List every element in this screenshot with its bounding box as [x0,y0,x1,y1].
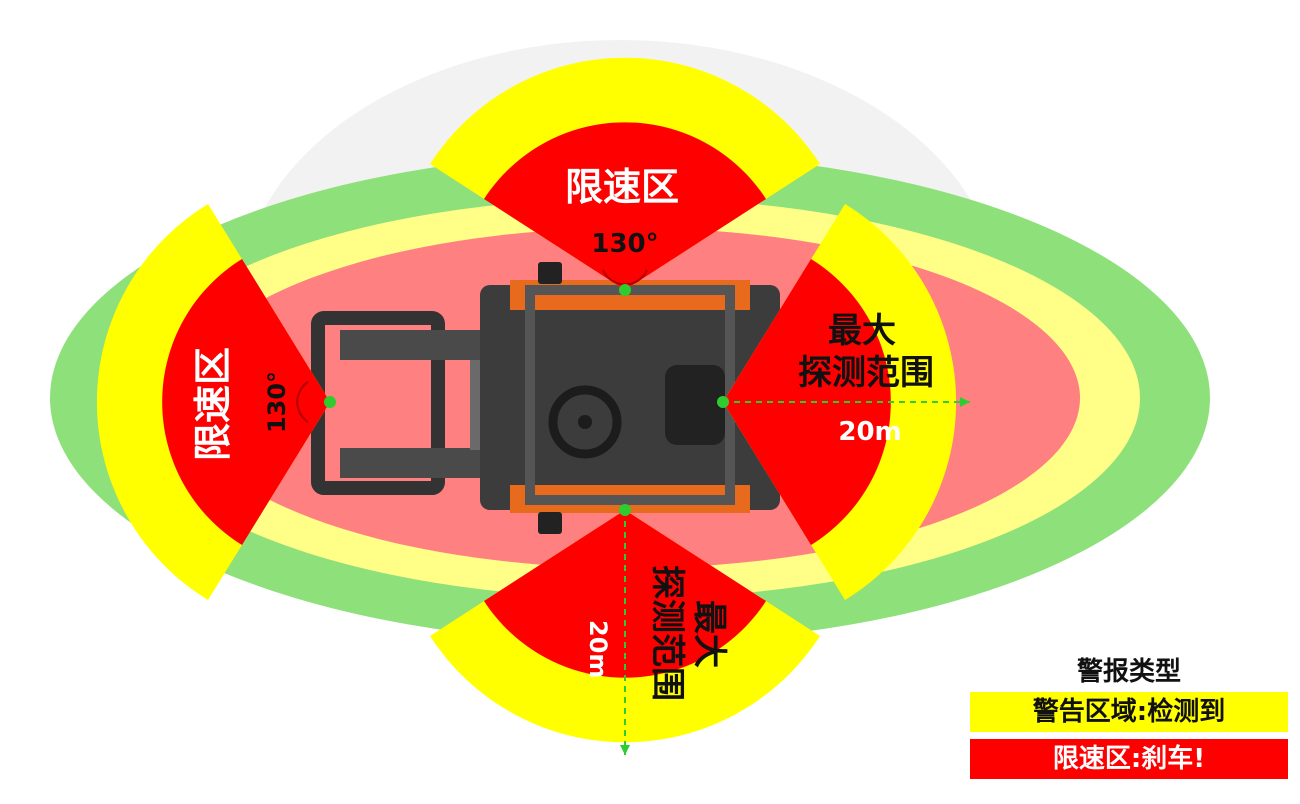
legend-item-speed-limit: 限速区:刹车! [970,739,1288,779]
top-brake-sector [484,122,766,290]
right-brake-sector [723,259,891,545]
forklift-body [480,285,780,510]
bottom-zone-label-line2: 探测范围 [647,565,687,701]
mirror-bottom [538,512,562,534]
zone-right: 最大 探测范围 20m [717,204,970,600]
top-zone-label: 限速区 [565,165,679,209]
right-sensor-dot [717,396,729,408]
bottom-range-arrow [620,745,630,755]
left-brake-sector [162,259,330,545]
top-angle-label: 130° [591,229,658,259]
bottom-sensor-dot [619,504,631,516]
seat [665,365,725,445]
top-sensor-dot [619,284,631,296]
steering-hub [578,415,592,429]
mirror-top [538,262,562,284]
alert-type-legend: 警报类型 警告区域:检测到 限速区:刹车! [970,652,1288,786]
steering-wheel [548,385,622,459]
bottom-distance-label: 20m [584,620,612,678]
left-zone-label: 限速区 [191,347,235,461]
zone-left: 限速区 130° [96,204,336,600]
right-distance-label: 20m [838,417,901,447]
right-zone-label-line2: 探测范围 [798,353,934,393]
forklift-illustration [311,262,780,534]
legend-title: 警报类型 [1076,657,1181,687]
zone-top: 限速区 130° [430,57,820,296]
right-range-arrow [960,397,970,407]
right-zone-label-line1: 最大 [828,311,896,351]
left-angle-label: 130° [263,371,291,433]
left-sensor-dot [324,396,336,408]
bottom-zone-label-line1: 最大 [689,600,729,668]
zone-bottom: 最大 探测范围 20m [430,504,820,755]
legend-item-warning: 警告区域:检测到 [970,692,1288,732]
left-angle-arc [296,381,309,423]
bottom-brake-sector [484,510,766,678]
